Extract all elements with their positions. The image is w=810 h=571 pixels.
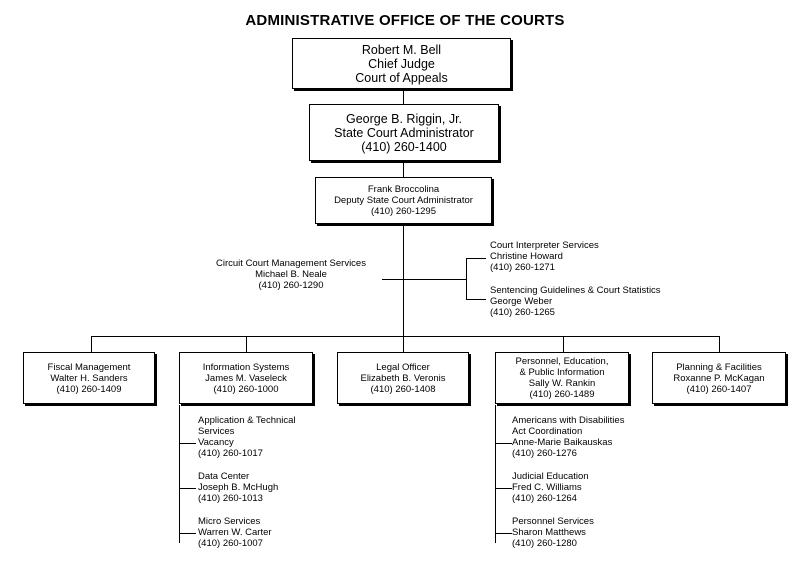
sub-unit-line: Act Coordination — [512, 426, 583, 437]
sub-unit-line: Data Center — [198, 471, 250, 482]
sub-unit-line: (410) 260-1264 — [512, 493, 577, 504]
deputy-phone: (410) 260-1295 — [371, 206, 436, 217]
chief-judge-title: Chief Judge — [368, 56, 435, 71]
sub-unit-line: Fred C. Williams — [512, 482, 582, 493]
state-admin-phone: (410) 260-1400 — [361, 139, 447, 154]
sub-unit-line: Judicial Education — [512, 471, 589, 482]
sub-unit-line: (410) 260-1013 — [198, 493, 263, 504]
fiscal-management-box: Fiscal Management Walter H. Sanders (410… — [23, 352, 155, 404]
legal-officer-box: Legal Officer Elizabeth B. Veronis (410)… — [337, 352, 469, 404]
planning-facilities-box: Planning & Facilities Roxanne P. McKagan… — [652, 352, 786, 404]
state-admin-box: George B. Riggin, Jr. State Court Admini… — [309, 104, 499, 161]
division-line: (410) 260-1408 — [370, 383, 436, 395]
division-line: Walter H. Sanders — [50, 372, 128, 384]
info-sub-data-center: Data Center Joseph B. McHugh (410) 260-1… — [198, 471, 278, 504]
sub-unit-line: Americans with Disabilities — [512, 415, 625, 426]
circuit-court-text: Circuit Court Management Services Michae… — [196, 258, 386, 291]
sentencing-name: George Weber — [490, 296, 553, 307]
interpreter-text: Court Interpreter Services Christine How… — [490, 240, 599, 273]
info-sub-micro-services: Micro Services Warren W. Carter (410) 26… — [198, 516, 272, 549]
sub-unit-line: (410) 260-1007 — [198, 538, 263, 549]
personnel-sub-judicial-education: Judicial Education Fred C. Williams (410… — [512, 471, 589, 504]
division-line: (410) 260-1407 — [686, 383, 752, 395]
personnel-sub-personnel-services: Personnel Services Sharon Matthews (410)… — [512, 516, 594, 549]
sub-unit-line: (410) 260-1276 — [512, 448, 577, 459]
division-line: Information Systems — [202, 361, 290, 373]
division-line: & Public Information — [519, 367, 605, 378]
sub-unit-line: Sharon Matthews — [512, 527, 586, 538]
chart-title: ADMINISTRATIVE OFFICE OF THE COURTS — [245, 12, 565, 29]
state-admin-name: George B. Riggin, Jr. — [345, 111, 463, 126]
circuit-court-phone: (410) 260-1290 — [258, 280, 324, 291]
sub-unit-line: Micro Services — [198, 516, 261, 527]
interpreter-title: Court Interpreter Services — [490, 240, 599, 251]
sub-unit-line: Joseph B. McHugh — [198, 482, 279, 493]
information-systems-box: Information Systems James M. Vaseleck (4… — [179, 352, 313, 404]
deputy-box: Frank Broccolina Deputy State Court Admi… — [315, 177, 492, 224]
sub-unit-line: Application & Technical — [198, 415, 296, 426]
chief-judge-name: Robert M. Bell — [361, 42, 442, 57]
sub-unit-line: Vacancy — [198, 437, 234, 448]
sub-unit-line: Anne-Marie Baikauskas — [512, 437, 613, 448]
sub-unit-line: Warren W. Carter — [198, 527, 272, 538]
division-line: Roxanne P. McKagan — [673, 372, 765, 384]
division-line: (410) 260-1000 — [213, 383, 279, 395]
sub-unit-line: Services — [198, 426, 235, 437]
chief-judge-court: Court of Appeals — [355, 70, 448, 85]
division-line: (410) 260-1489 — [529, 389, 595, 400]
division-line: Planning & Facilities — [676, 361, 762, 373]
interpreter-name: Christine Howard — [490, 251, 563, 262]
division-line: Legal Officer — [376, 361, 430, 373]
sentencing-text: Sentencing Guidelines & Court Statistics… — [490, 285, 661, 318]
division-line: Personnel, Education, — [515, 356, 609, 367]
sub-unit-line: (410) 260-1280 — [512, 538, 577, 549]
sub-unit-line: (410) 260-1017 — [198, 448, 263, 459]
interpreter-phone: (410) 260-1271 — [490, 262, 555, 273]
state-admin-title: State Court Administrator — [334, 125, 474, 140]
sub-unit-line: Personnel Services — [512, 516, 594, 527]
deputy-name: Frank Broccolina — [367, 184, 440, 195]
info-sub-application: Application & Technical Services Vacancy… — [198, 415, 296, 459]
chief-judge-box: Robert M. Bell Chief Judge Court of Appe… — [292, 38, 511, 89]
division-line: Fiscal Management — [47, 361, 131, 373]
circuit-court-name: Michael B. Neale — [255, 269, 327, 280]
circuit-court-title: Circuit Court Management Services — [216, 258, 366, 269]
personnel-education-box: Personnel, Education, & Public Informati… — [495, 352, 629, 404]
division-line: (410) 260-1409 — [56, 383, 122, 395]
division-line: Sally W. Rankin — [528, 378, 596, 389]
sentencing-title: Sentencing Guidelines & Court Statistics — [490, 285, 661, 296]
deputy-title: Deputy State Court Administrator — [334, 195, 473, 206]
personnel-sub-ada: Americans with Disabilities Act Coordina… — [512, 415, 624, 459]
division-line: Elizabeth B. Veronis — [360, 372, 446, 384]
sentencing-phone: (410) 260-1265 — [490, 307, 555, 318]
division-line: James M. Vaseleck — [205, 372, 287, 384]
